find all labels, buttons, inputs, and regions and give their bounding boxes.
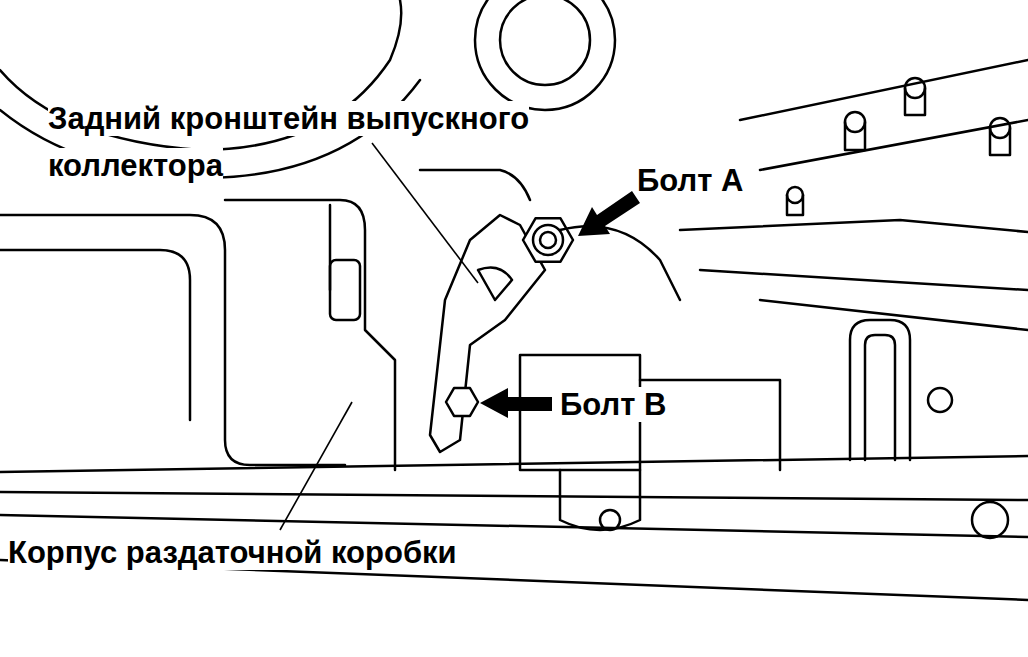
part-label-text: Корпус раздаточной коробки [8, 535, 457, 570]
part-label: Болт A [637, 158, 877, 205]
pointer-arrow [480, 388, 552, 418]
part-label: Болт B [560, 382, 800, 429]
part-label: Задний кронштейн выпускного коллектора [48, 96, 648, 189]
part-label-text: Задний кронштейн выпускного коллектора [48, 101, 529, 183]
part-label: Корпус раздаточной коробки [8, 530, 628, 577]
pointer-arrow [578, 191, 640, 236]
leader-line [372, 143, 478, 283]
leader-line [280, 402, 352, 530]
part-label-text: Болт A [637, 163, 743, 198]
part-label-text: Болт B [560, 387, 666, 422]
